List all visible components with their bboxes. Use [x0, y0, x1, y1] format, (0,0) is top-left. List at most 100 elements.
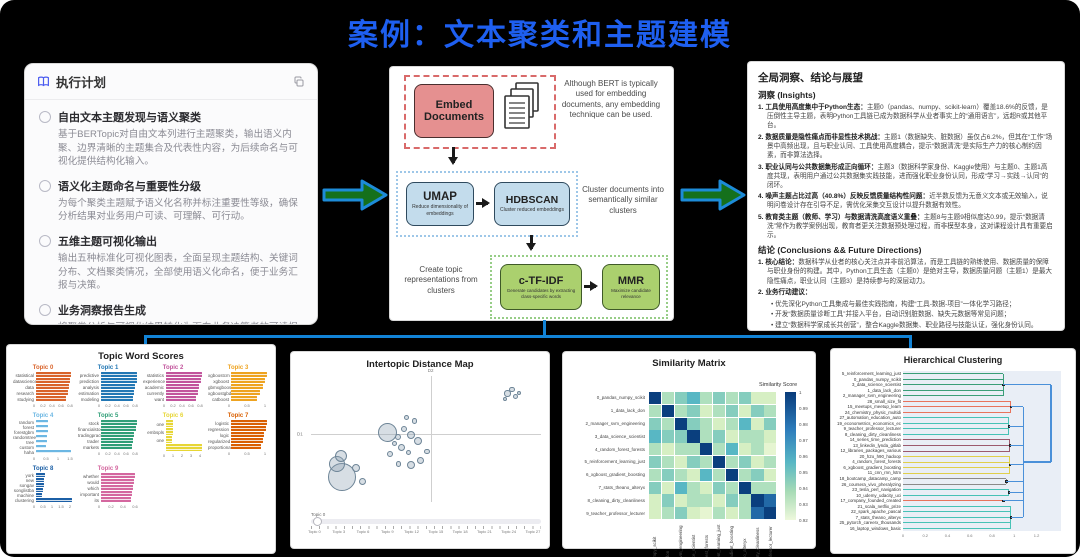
word-label: forestgbm: [13, 430, 34, 435]
x-tick-label: 0.6: [132, 504, 138, 509]
word-label: new: [25, 478, 34, 483]
mmr-node: MMR Maximize candidate relevance: [602, 264, 660, 310]
word-score-bar: [101, 479, 135, 484]
conclusion-bullet: • 优先深化Python工具集成与最佳实践指南，构建“工具-数据-项目”一体化学…: [771, 300, 1016, 308]
word-label: haha: [23, 450, 34, 455]
word-label: experience: [143, 378, 166, 384]
heatmap-cell: [751, 468, 764, 481]
heatmap-cell: [687, 404, 700, 417]
subplot-title: Topic 8: [32, 466, 54, 472]
heatmap-cell: [700, 507, 713, 520]
word-score-bar: [101, 438, 133, 443]
word-label: markets: [82, 444, 99, 450]
x-tick-label: 0.2: [40, 403, 46, 408]
chart-title: Similarity Matrix: [652, 358, 726, 369]
heatmap-cell: [674, 456, 687, 469]
word-label: predictive: [79, 372, 99, 378]
slider-tick-label: Topic 6: [356, 529, 370, 534]
word-label: randomtree: [13, 435, 36, 440]
plan-item: 五维主题可视化输出输出五种标准化可视化图表，全面呈现主题结构、关键词分布、文档聚…: [39, 233, 303, 293]
heatmap-cell: [700, 443, 713, 456]
heatmap-cell: [687, 507, 700, 520]
word-score-bar: [36, 450, 71, 454]
heatmap-cell: [764, 481, 777, 494]
heatmap-cell: [738, 507, 751, 520]
word-label: york: [25, 473, 34, 478]
dendrogram-leaf-label: 24_chemistry_physic_multidi: [844, 409, 901, 415]
colorbar-tick: 0.97: [799, 438, 808, 443]
heatmap-cell: [687, 430, 700, 443]
word-label: trader: [87, 438, 99, 444]
plan-item-title: 五维主题可视化输出: [58, 236, 157, 249]
bertopic-diagram-panel: Embed Documents Although BERT is typical…: [390, 67, 673, 320]
heatmap-cell: [725, 404, 738, 417]
word-label: forest: [22, 425, 34, 430]
dendro-branch: [903, 456, 1010, 458]
dendro-branch: [903, 527, 1011, 529]
word-score-bar: [101, 396, 133, 401]
x-tick-label: 0: [227, 403, 231, 408]
word-score-bar: [101, 384, 136, 389]
copy-button[interactable]: [293, 76, 305, 88]
heatmap-cell: [713, 404, 726, 417]
heatmap-cell: [700, 494, 713, 507]
x-tick-label: 1: [56, 456, 60, 461]
arrow-down-icon: [526, 235, 535, 251]
hdbscan-label: HDBSCAN: [505, 194, 559, 207]
heatmap-cell: [700, 417, 713, 430]
dendro-branch: [903, 417, 1009, 419]
step-icon: [39, 179, 51, 192]
plan-item-desc: 将聚类分析与可视化结果转化为面向业务决策者的可读报告，包含关键发现、行动建议与机…: [58, 321, 303, 324]
dendrogram-leaf-label: 7_stats_theano_alteryx: [855, 514, 901, 520]
x-tick-label: 0: [97, 403, 101, 408]
topic-bubble: [359, 478, 367, 486]
heatmap-cell: [674, 404, 687, 417]
x-tick-label: 0: [227, 451, 231, 456]
slider-knob[interactable]: [313, 516, 322, 526]
page-title: 案例：文本聚类和主题建模: [348, 19, 732, 52]
heatmap-cell: [751, 507, 764, 520]
dendrogram-leaf-label: 28_small_size_fit: [867, 398, 901, 404]
dendro-branch: [903, 494, 1009, 496]
colorbar-title: Similarity Score: [759, 382, 798, 388]
heatmap-cell: [674, 507, 687, 520]
x-tick-label: 0.4: [179, 403, 185, 408]
word-score-bar: [166, 436, 173, 443]
dendro-branch: [903, 467, 1010, 469]
heatmap-cell: [738, 468, 751, 481]
heatmap-cell: [713, 430, 726, 443]
documents-icon: [500, 81, 548, 144]
heatmap-cell: [725, 456, 738, 469]
slider-track[interactable]: [311, 516, 541, 526]
y-axis-line: [430, 376, 432, 502]
dendro-branch: [903, 406, 1011, 408]
umap-node: UMAP Reduce dimensionality of embeddings: [406, 182, 474, 226]
heatmap-col-label: 9_teacher_professor_lecturer: [767, 526, 773, 557]
heatmap-cell: [738, 417, 751, 430]
topic-bubble: [516, 390, 522, 395]
x-tick-label: 1: [1013, 533, 1016, 538]
topic-subplot: Topic 5stockfinancialstocktradingpractic…: [78, 413, 138, 461]
colorbar-tick: 0.92: [799, 518, 808, 523]
word-label: currently: [146, 390, 164, 396]
topic-bubble: [504, 390, 511, 397]
x-tick-label: 0.8: [197, 403, 203, 408]
dendro-branch: [903, 400, 1011, 402]
conclusion-item: 1. 核心结论：数据科学从业者的核心关注点并非前沿算法，而是工具链的熟练使用、数…: [758, 259, 1053, 285]
word-score-bar: [166, 444, 202, 451]
word-label: tree: [26, 440, 34, 445]
heatmap-cell: [674, 494, 687, 507]
word-label: research: [16, 390, 34, 396]
heatmap-cell: [674, 392, 687, 405]
word-score-bar: [36, 430, 48, 434]
step-icon: [39, 235, 51, 248]
dendro-branch: [903, 433, 1009, 435]
dendro-link: [1006, 480, 1024, 482]
heatmap-cell: [725, 392, 738, 405]
word-label: estimation: [78, 390, 99, 396]
